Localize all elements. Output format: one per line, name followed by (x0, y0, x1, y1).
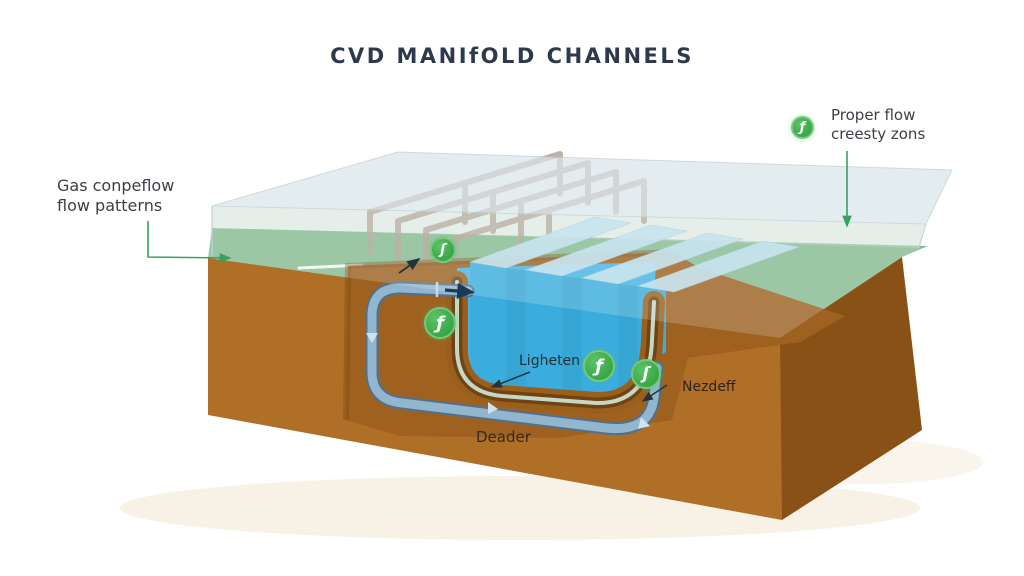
pipe-flow-chevrons (366, 333, 650, 429)
flow-badge-inlet-glyph: ʃ (440, 242, 446, 258)
channel-floor-label: Ligheten (519, 353, 581, 369)
flow-badge-floor-left-icon: ƒ (583, 350, 615, 382)
flow-badge-trench-icon: ƒ (424, 307, 456, 339)
proper-flow-label-line1: Proper flow (831, 106, 916, 124)
proper-flow-badge-glyph: ƒ (799, 120, 806, 135)
gas-flow-connector-line (147, 221, 232, 263)
gas-flow-label-line1: Gas conpeflow (57, 176, 175, 195)
fin-gap-1 (506, 268, 526, 392)
surface-highlight-dash (297, 263, 364, 270)
fin-face-1 (470, 262, 506, 392)
proper-flow-label-line2: creesty zons (831, 125, 926, 144)
glass-right-edge (917, 223, 927, 251)
pipe-chevron-up (638, 417, 650, 429)
gas-inflow-arrow (444, 283, 475, 299)
channel-corner-arrow (641, 384, 668, 402)
pipe-chevron-down (366, 333, 378, 343)
page-title: CVD MANIfOLD CHANNELS (330, 44, 694, 68)
fin-face-2 (526, 270, 562, 398)
flow-badge-inlet-icon: ʃ (430, 237, 456, 263)
flow-badge-trench-glyph: ƒ (436, 312, 444, 334)
glass-top-face (211, 151, 953, 225)
fin-top-1 (468, 216, 633, 269)
channel-fin-tops (468, 216, 801, 293)
proper-flow-label: Proper flow creesty zons (831, 106, 925, 144)
flow-badge-floor-left-glyph: ƒ (595, 355, 603, 377)
channel-corner-label: Nezdeff (682, 379, 736, 395)
flow-badge-floor-right-glyph: ʃ (642, 364, 650, 384)
channel-floor-arrow (490, 371, 531, 388)
fin-top-2 (524, 224, 689, 277)
badge-pointer-arrow (398, 257, 421, 274)
fin-top-3 (580, 232, 745, 285)
proper-flow-badge-icon: ƒ (791, 116, 814, 139)
gas-flow-label-line2: flow patterns (57, 196, 163, 216)
fin-top-4 (636, 240, 801, 293)
flow-badge-floor-right-icon: ʃ (631, 359, 661, 389)
gas-flow-label: Gas conpeflow flow patterns (57, 176, 174, 217)
pipe-chevron-right (488, 402, 498, 414)
fin-gap-2 (562, 276, 582, 398)
substrate-label: Deader (476, 428, 531, 446)
glass-front-face (208, 206, 926, 338)
